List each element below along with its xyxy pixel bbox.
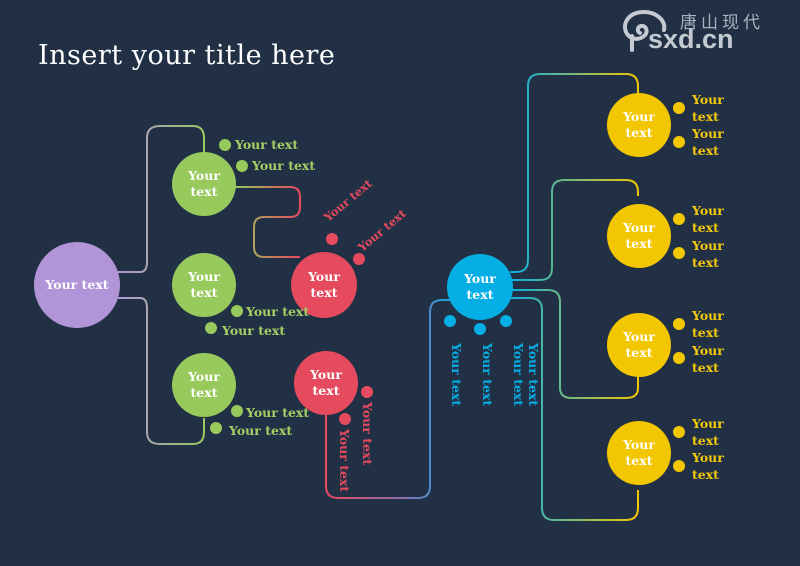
label-bullet-dot [231, 405, 243, 417]
yellow-1-label-b: Your text [692, 126, 724, 158]
yellow-2-label-b: Your text [692, 238, 724, 270]
yellow-node-1[interactable]: Your text [607, 93, 671, 157]
green-node-top[interactable]: Your text [172, 152, 236, 216]
yellow-4-label-b: Your text [692, 450, 724, 482]
green-node-bottom[interactable]: Your text [172, 353, 236, 417]
swirl-logo-icon [623, 10, 667, 52]
green-mid-label-1: Your text [246, 304, 310, 319]
green-bot-label-2: Your text [229, 423, 293, 438]
yellow-node-4-label: Your text [623, 437, 655, 468]
yellow-node-4[interactable]: Your text [607, 421, 671, 485]
red-node-bottom-label: Your text [310, 367, 342, 398]
label-bullet-dot [673, 136, 685, 148]
red-node-bottom[interactable]: Your text [294, 351, 358, 415]
label-bullet-dot [444, 315, 456, 327]
logo-chinese-text: 唐山现代 [680, 13, 764, 33]
label-bullet-dot [673, 247, 685, 259]
blue-label-4: Your text [526, 343, 541, 407]
green-node-top-label: Your text [188, 168, 220, 199]
label-bullet-dot [236, 160, 248, 172]
label-bullet-dot [673, 213, 685, 225]
label-bullet-dot [361, 386, 373, 398]
label-bullet-dot [500, 315, 512, 327]
green-top-label-2: Your text [252, 158, 316, 173]
blue-label-1: Your text [449, 343, 464, 407]
label-bullet-dot [210, 422, 222, 434]
yellow-1-label-a: Your text [692, 92, 724, 124]
label-bullet-dot [353, 253, 365, 265]
green-top-label-1: Your text [235, 137, 299, 152]
green-bot-label-1: Your text [246, 405, 310, 420]
label-bullet-dot [673, 318, 685, 330]
label-bullet-dot [474, 323, 486, 335]
blue-label-3: Your text [511, 343, 526, 407]
red-node-middle-label: Your text [308, 269, 340, 300]
blue-label-2: Your text [480, 343, 495, 407]
yellow-node-3-label: Your text [623, 329, 655, 360]
label-bullet-dot [231, 305, 243, 317]
logo-url-text: sxd.cn [648, 24, 734, 54]
label-bullet-dot [673, 426, 685, 438]
label-bullet-dot [205, 322, 217, 334]
label-bullet-dot [673, 352, 685, 364]
page-title: Insert your title here [38, 40, 336, 71]
red-node-middle[interactable]: Your text [291, 252, 357, 318]
green-mid-label-2: Your text [222, 323, 286, 338]
root-node[interactable]: Your text [34, 242, 120, 328]
brand-logo: 唐山现代 sxd.cn [618, 4, 798, 54]
blue-node[interactable]: Your text [447, 254, 513, 320]
blue-node-label: Your text [464, 271, 496, 302]
label-bullet-dot [673, 102, 685, 114]
red-bot-label-2: Your text [337, 429, 352, 493]
yellow-3-label-b: Your text [692, 343, 724, 375]
yellow-node-2[interactable]: Your text [607, 204, 671, 268]
red-bot-label-1: Your text [360, 402, 375, 466]
green-node-middle-label: Your text [188, 269, 220, 300]
root-node-label: Your text [45, 277, 109, 292]
yellow-node-1-label: Your text [623, 109, 655, 140]
green-node-bottom-label: Your text [188, 369, 220, 400]
label-bullet-dot [673, 460, 685, 472]
green-node-middle[interactable]: Your text [172, 253, 236, 317]
yellow-2-label-a: Your text [692, 203, 724, 235]
label-bullet-dot [339, 413, 351, 425]
yellow-node-2-label: Your text [623, 220, 655, 251]
yellow-4-label-a: Your text [692, 416, 724, 448]
label-bullet-dot [219, 139, 231, 151]
yellow-3-label-a: Your text [692, 308, 724, 340]
yellow-node-3[interactable]: Your text [607, 313, 671, 377]
label-bullet-dot [326, 233, 338, 245]
